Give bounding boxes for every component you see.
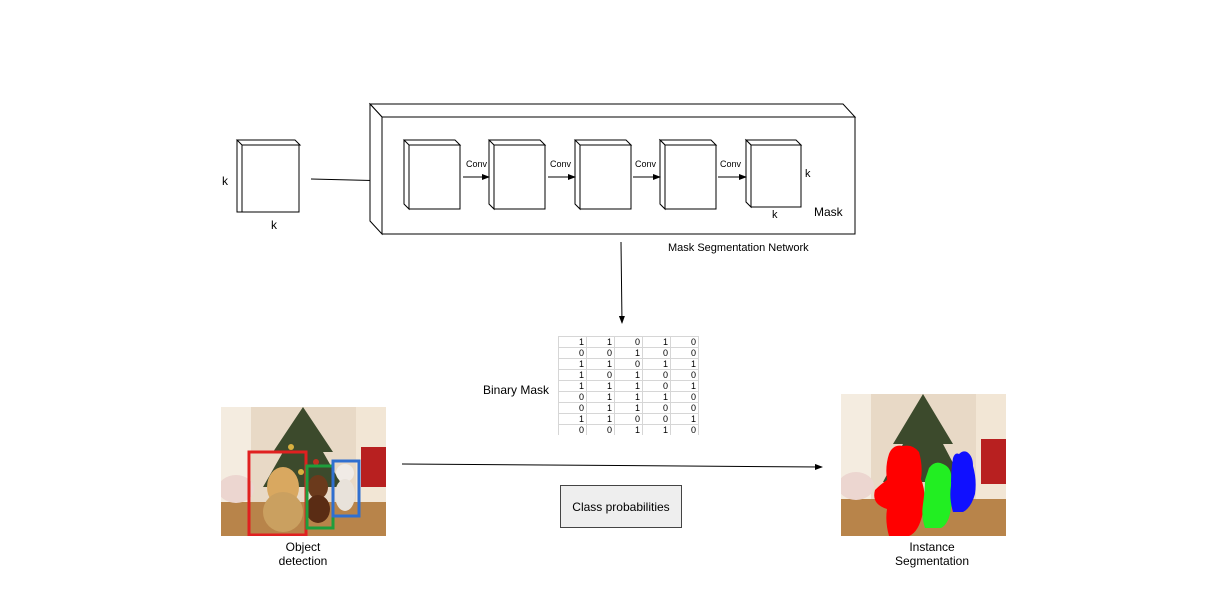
class-probabilities-box: Class probabilities [560, 485, 682, 528]
mask-cell: 1 [558, 358, 587, 370]
instance-segmentation-caption: Instance Segmentation [882, 540, 982, 568]
table-row: 1 0 1 0 0 [558, 369, 699, 381]
detection-box-red [247, 450, 308, 536]
mask-cell: 1 [614, 380, 643, 392]
object-detection-caption: Object detection [253, 540, 353, 568]
mask-cell: 0 [642, 413, 671, 425]
table-row: 1 1 0 0 1 [558, 413, 699, 425]
mask-cell: 0 [614, 358, 643, 370]
mask-cell: 1 [558, 380, 587, 392]
mask-cell: 1 [670, 380, 699, 392]
binary-mask-label: Binary Mask [483, 383, 550, 397]
table-row: 0 0 1 1 0 [558, 424, 699, 435]
table-row: 0 1 1 1 0 [558, 391, 699, 403]
mask-cell: 0 [558, 391, 587, 403]
mask-cell: 1 [586, 413, 615, 425]
mask-cell: 0 [558, 424, 587, 435]
mask-cell: 0 [642, 347, 671, 359]
last-k-bottom-label: k [772, 209, 778, 221]
mask-cell: 1 [642, 424, 671, 435]
conv-feature-map-4 [658, 138, 718, 211]
mask-cell: 1 [586, 358, 615, 370]
mask-cell: 1 [642, 336, 671, 348]
mask-cell: 0 [670, 347, 699, 359]
mask-cell: 1 [586, 391, 615, 403]
segmentation-mask-green [922, 462, 953, 528]
mask-cell: 1 [614, 347, 643, 359]
mask-cell: 0 [642, 380, 671, 392]
mask-cell: 1 [614, 402, 643, 414]
mask-label: Mask [814, 205, 843, 219]
mask-cell: 1 [586, 336, 615, 348]
mask-cell: 1 [558, 369, 587, 381]
detection-box-green [305, 464, 335, 530]
mask-cell: 0 [642, 369, 671, 381]
conv-feature-map-3 [573, 139, 633, 211]
object-detection-caption-line1: Object [285, 540, 321, 554]
mask-cell: 0 [670, 391, 699, 403]
mask-cell: 0 [586, 347, 615, 359]
segmentation-mask-red [874, 445, 925, 536]
network-to-mask-arrow [618, 241, 625, 324]
table-row: 1 1 1 0 1 [558, 380, 699, 392]
mask-cell: 0 [586, 424, 615, 435]
input-k-bottom-label: k [271, 218, 277, 232]
mask-cell: 1 [558, 413, 587, 425]
mask-cell: 0 [670, 402, 699, 414]
mask-cell: 1 [614, 369, 643, 381]
last-k-right-label: k [805, 168, 811, 180]
mask-cell: 1 [642, 358, 671, 370]
conv-label-1: Conv [466, 159, 488, 169]
class-probabilities-label: Class probabilities [572, 499, 670, 514]
mask-cell: 0 [614, 336, 643, 348]
mask-cell: 0 [642, 402, 671, 414]
mask-cell: 1 [642, 391, 671, 403]
mask-cell: 0 [670, 424, 699, 435]
binary-mask-grid: 1 1 0 1 0 0 0 1 0 0 1 1 0 1 1 1 0 1 0 0 [558, 336, 699, 435]
mask-cell: 0 [670, 336, 699, 348]
detection-to-segmentation-arrow [401, 463, 823, 470]
table-row: 1 1 0 1 1 [558, 358, 699, 370]
input-k-left-label: k [222, 174, 228, 188]
mask-cell: 1 [586, 380, 615, 392]
mask-cell: 0 [670, 369, 699, 381]
conv-label-4: Conv [720, 159, 742, 169]
conv-feature-map-2 [487, 139, 547, 211]
mask-cell: 0 [586, 369, 615, 381]
mask-cell: 0 [558, 347, 587, 359]
conv-feature-map-5 [744, 138, 803, 209]
object-detection-caption-line2: detection [278, 554, 328, 568]
detection-box-blue [331, 459, 361, 518]
instance-segmentation-caption-line2: Segmentation [894, 554, 970, 568]
mask-cell: 1 [586, 402, 615, 414]
mask-cell: 1 [670, 413, 699, 425]
conv-label-3: Conv [635, 159, 657, 169]
segmentation-mask-blue [950, 451, 976, 512]
mask-cell: 1 [558, 336, 587, 348]
mask-cell: 1 [670, 358, 699, 370]
mask-cell: 1 [614, 424, 643, 435]
table-row: 1 1 0 1 0 [558, 336, 699, 348]
instance-segmentation-image [841, 394, 1006, 536]
conv-feature-map-1 [402, 139, 462, 211]
detection-boxes [247, 450, 361, 536]
table-row: 0 0 1 0 0 [558, 347, 699, 359]
network-title: Mask Segmentation Network [668, 242, 809, 254]
instance-segmentation-caption-line1: Instance [909, 540, 955, 554]
table-row: 0 1 1 0 0 [558, 402, 699, 414]
conv-label-2: Conv [550, 159, 572, 169]
mask-cell: 0 [558, 402, 587, 414]
mask-cell: 0 [614, 413, 643, 425]
mask-cell: 1 [614, 391, 643, 403]
input-feature-map [235, 139, 302, 213]
